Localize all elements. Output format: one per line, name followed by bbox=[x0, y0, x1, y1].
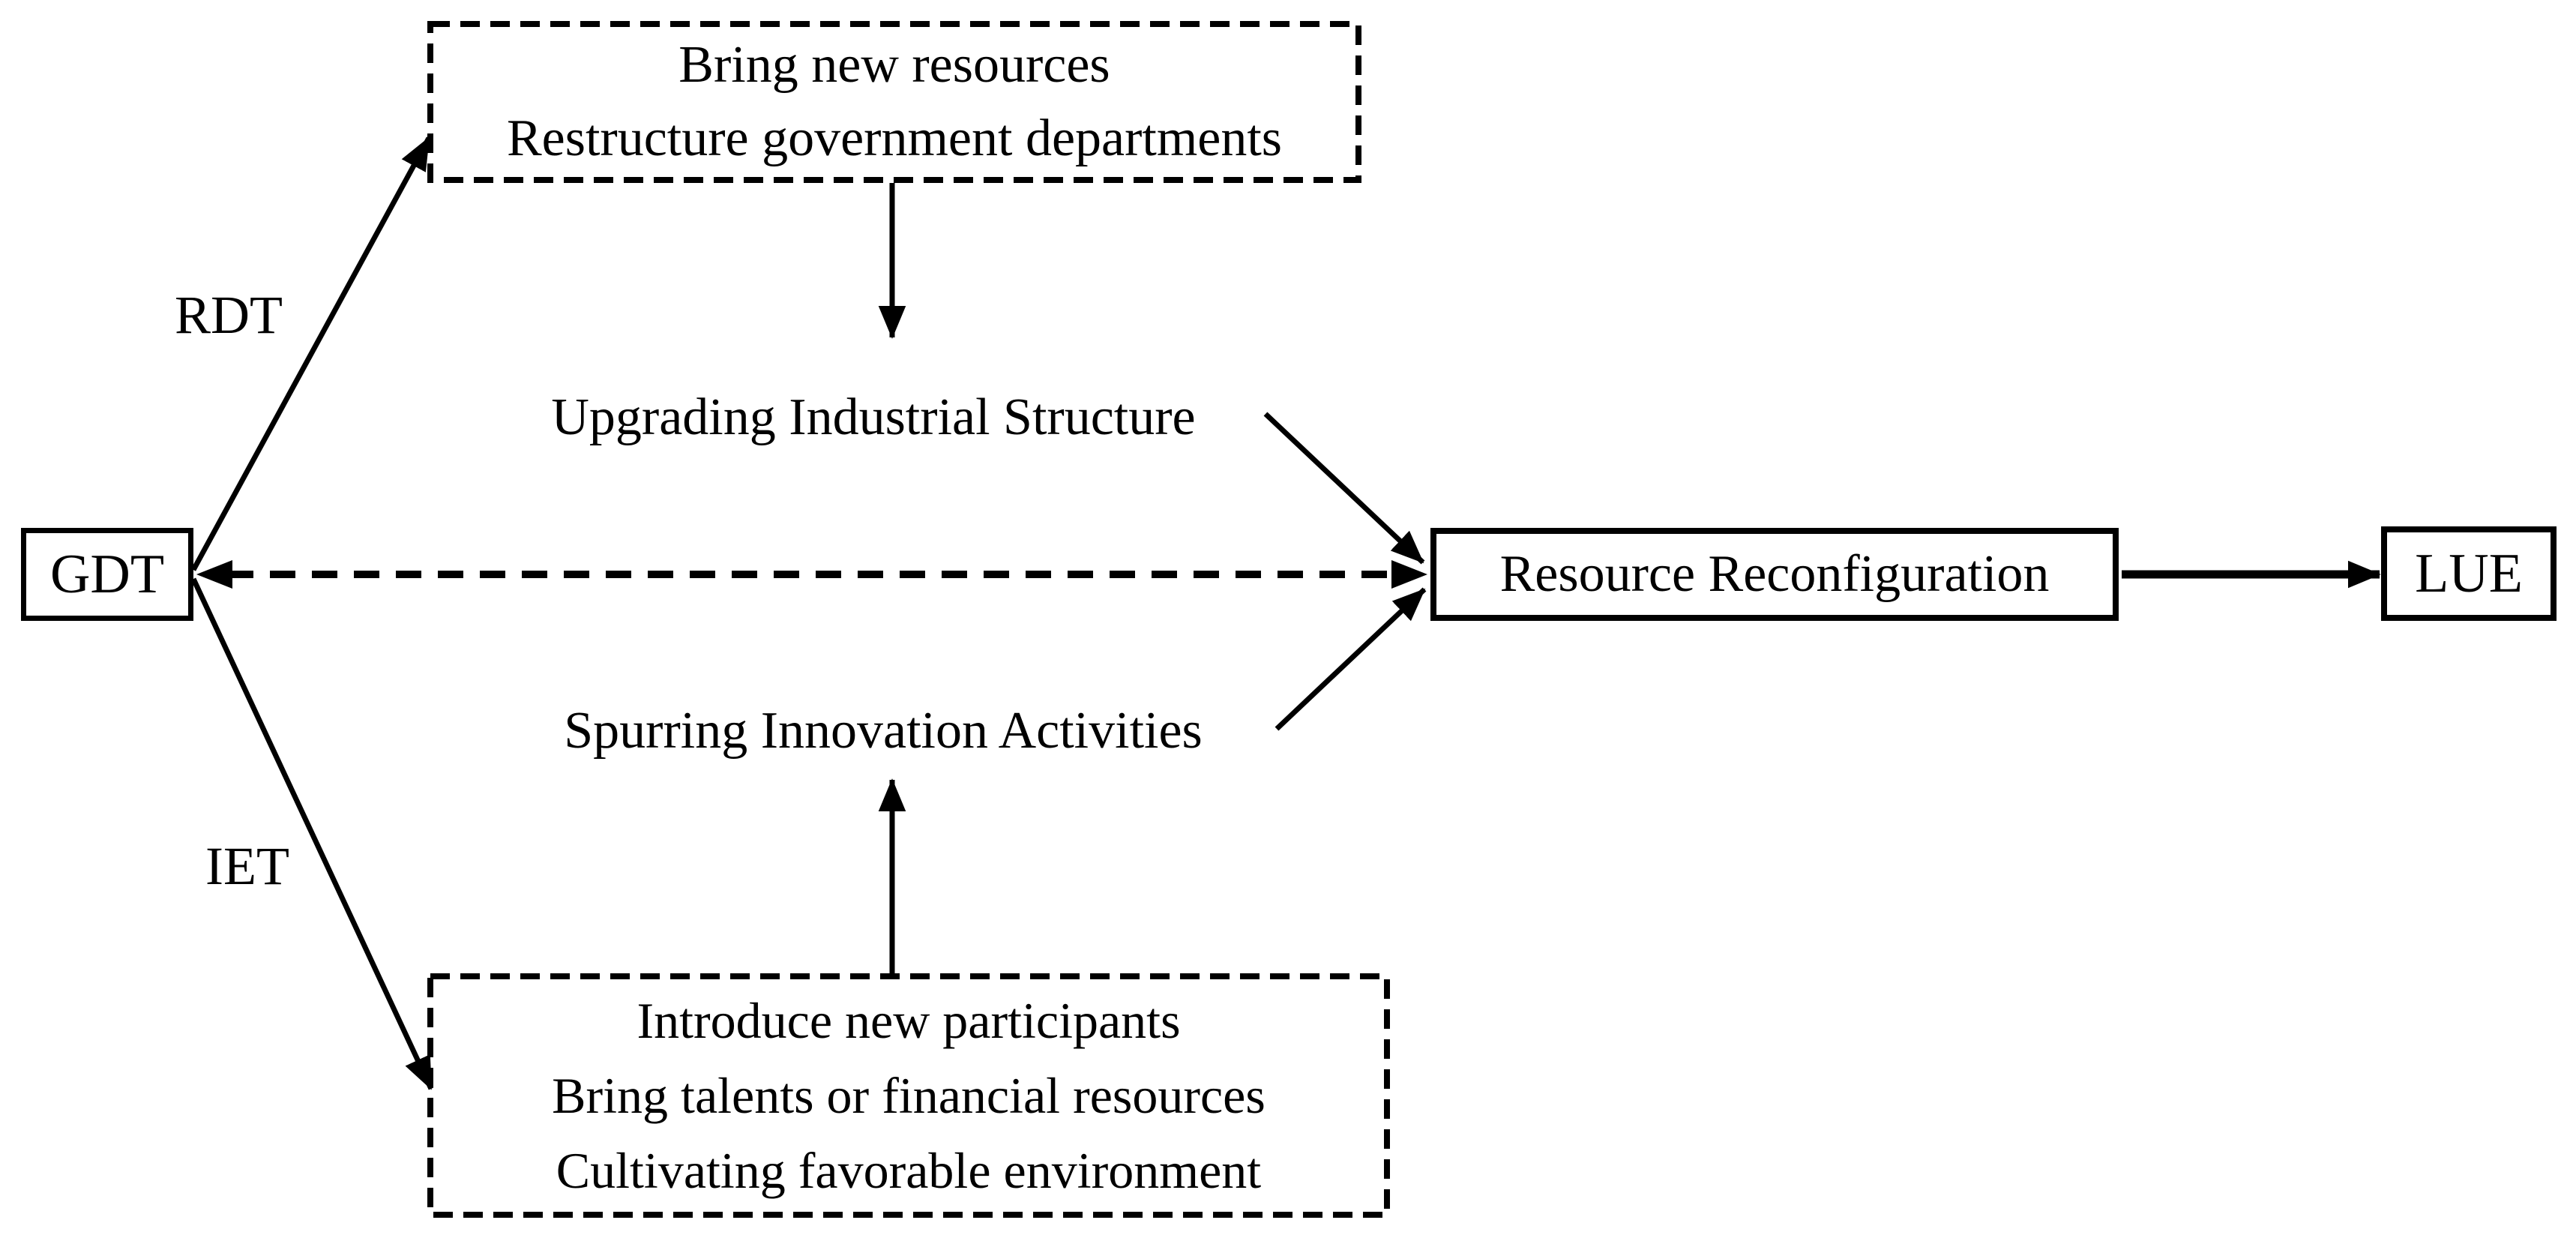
lue-node: LUE bbox=[2381, 526, 2557, 621]
gdt-node: GDT bbox=[21, 528, 193, 621]
bottom-box-line-2: Bring talents or financial resources bbox=[552, 1067, 1266, 1124]
bottom-box-line-3: Cultivating favorable environment bbox=[556, 1142, 1262, 1199]
resource-reconfiguration-node: Resource Reconfiguration bbox=[1430, 528, 2119, 621]
iet-edge-label: IET bbox=[205, 835, 289, 896]
edge-gdt-bottom-mechanisms bbox=[190, 577, 434, 1090]
top-dashed-box: Bring new resources Restructure governme… bbox=[430, 24, 1358, 180]
rdt-edge-label: RDT bbox=[175, 284, 283, 345]
bottom-box-line-1: Introduce new participants bbox=[637, 992, 1181, 1049]
top-box-line-2: Restructure government departments bbox=[506, 109, 1283, 167]
edge-spurring-resource-reconfiguration bbox=[1275, 587, 1427, 731]
bottom-dashed-box: Introduce new participants Bring talents… bbox=[430, 976, 1387, 1215]
top-box-line-1: Bring new resources bbox=[678, 36, 1110, 94]
top-dashed-box-border bbox=[427, 21, 1361, 183]
edge-upgrading-resource-reconfiguration bbox=[1263, 412, 1425, 565]
dashed-edge-right-arrowhead-icon bbox=[1391, 560, 1427, 589]
upgrading-industrial-structure-label: Upgrading Industrial Structure bbox=[551, 388, 1196, 446]
edge-gdt-top-mechanisms bbox=[190, 136, 432, 571]
dashed-edge-left-arrowhead-icon bbox=[196, 560, 232, 589]
spurring-innovation-activities-label: Spurring Innovation Activities bbox=[564, 702, 1203, 760]
